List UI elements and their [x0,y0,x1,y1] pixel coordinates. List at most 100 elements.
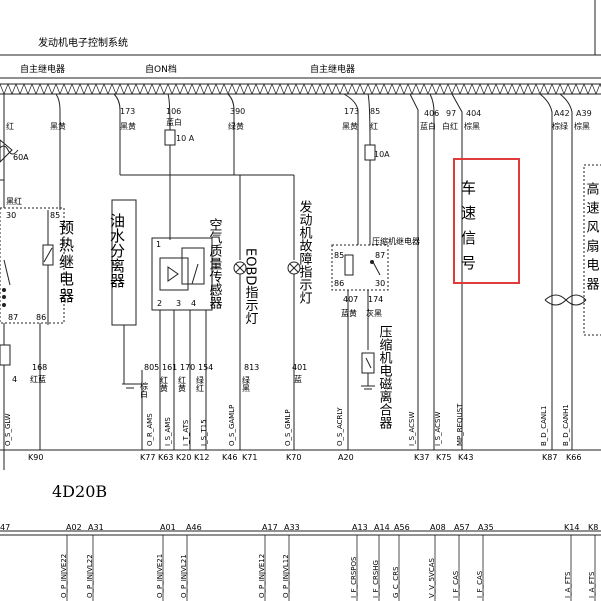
engine-fault-lamp [287,261,301,450]
bottom-pin-id: A35 [478,523,494,532]
preheat-relay-name: 预热继电器 [57,220,75,305]
sensor-pins: 1 2 3 4 [156,240,196,308]
ecu-signal-label: I_S_T15 [200,419,208,446]
svg-text:168: 168 [32,363,47,372]
sensor-pin-3: 3 [176,299,181,308]
svg-text:红黄: 红黄 [160,375,169,393]
ecu-signal-label: O_S_GLW [4,413,12,446]
relay-pin-87: 87 [8,313,18,322]
label-w3-num: 173 [120,107,135,116]
engine-model: 4D20B [52,482,107,501]
ecu-signal-label: I_S_AMS [164,417,172,446]
label-w5-col: 绿黄 [228,121,244,131]
ecu-signal-label: B_D_CANH1 [562,404,570,446]
compressor-clutch-name: 压缩机电磁离合器 [377,325,393,430]
eobd-lamp [233,261,247,450]
label-w4-col: 蓝白 [166,117,182,127]
label-w9-col: 白红 [442,121,458,131]
svg-text:813: 813 [244,363,259,372]
ecu-connector-id: K43 [458,453,473,462]
sensor-pin-4: 4 [191,299,196,308]
ecu-connector-id: K12 [194,453,209,462]
svg-text:红蓝: 红蓝 [30,374,46,384]
bottom-signal-label: O_P_INJVL12 [282,554,290,598]
fuse-85 [364,144,376,161]
ecu-connector-id: K75 [436,453,451,462]
label-w3-col: 黑黄 [120,121,136,131]
bottom-signal-label: I_A_FTS [564,571,572,598]
bottom-pin-id: A08 [430,523,446,532]
bus-label-3: 自主继电器 [310,63,355,75]
ecu-connector-id: K66 [566,453,581,462]
bottom-signal-label: I_F_CAS [476,570,484,598]
ecu-signal-label: I_S_ACSW [408,411,416,446]
label-w9-num: 97 [446,109,456,118]
svg-text:401: 401 [292,363,307,372]
label-w1: 红 [6,121,14,131]
ecu-connector-id: A20 [338,453,354,462]
bottom-pin-id: K8 [588,523,598,532]
oil-water-separator-name: 油水分离器 [108,213,126,288]
speed-signal-highlight [453,158,520,284]
sensor-pin-1: 1 [156,240,161,249]
can-twist-symbol [544,294,587,306]
compressor-relay [331,244,389,450]
svg-text:绿红: 绿红 [196,376,205,392]
engine-fault-lamp-name: 发动机故障指示灯 [297,199,313,305]
ecu-signal-label: O_S_ACRLY [336,407,344,446]
fuse-60a-label: 60A [13,153,29,162]
bottom-signal-label: O_P_INJVL22 [86,554,94,598]
svg-text:174: 174 [368,295,383,304]
left-wire-label: 黑红 [6,196,22,206]
ecu-signal-label: O_S_GMLP [284,409,292,446]
ecu-signal-label: O_S_GAMLP [228,405,236,446]
bottom-pin-id: A33 [284,523,300,532]
ecu-connector-id: K90 [28,453,43,462]
label-w12-col: 棕黑 [574,121,590,131]
bottom-pin-id: A02 [66,523,82,532]
bus-label-2: 自ON档 [145,63,177,75]
ecu-signal-label: I_S_ACSW [434,411,442,446]
svg-text:407: 407 [343,295,358,304]
right-partial-name: 高速风扇电器 [584,181,600,296]
svg-text:绿黑: 绿黑 [242,376,251,393]
ecu-connector-id: K77 [140,453,155,462]
comp-pin-86: 86 [334,279,344,288]
system-title: 发动机电子控制系统 [38,36,128,49]
ecu-signal-label: B_D_CANL1 [540,406,548,446]
label-w2: 黑黄 [50,121,66,131]
svg-text:棕白: 棕白 [140,381,149,399]
ecu-signal-label: O_R_AMS [146,413,154,446]
label-w12-num: A39 [576,109,592,118]
label-w8-col: 蓝白 [420,121,436,131]
bottom-pin-id: A17 [262,523,278,532]
ecu-connector-id: K46 [222,453,237,462]
bottom-signal-label: I_F_CRSPOS [350,556,358,598]
ecu-signal-label: MP_REQUST [456,403,464,446]
svg-text:蓝: 蓝 [294,374,302,384]
label-w6-col: 黑黄 [342,121,358,131]
bottom-pin-id: A56 [394,523,410,532]
bottom-signal-label: I_A_FTS [588,571,596,598]
air-sensor-name: 空气质量传感器 [207,218,223,310]
svg-text:蓝黄: 蓝黄 [341,308,357,318]
ecu-connector-id: K37 [414,453,429,462]
bottom-signal-label: I_F_CRSHG [372,560,380,598]
compressor-relay-pins: 85 87 86 30 [334,251,385,288]
svg-text:161: 161 [162,363,177,372]
bottom-signal-label: V_V_5VCAS [428,558,436,598]
comp-pin-30: 30 [375,279,385,288]
bottom-pin-id: K14 [564,523,579,532]
relay-pin-86: 86 [36,313,46,322]
ecu-connector-id: K71 [242,453,257,462]
oil-water-separator [111,199,143,450]
label-w7-num: 85 [370,107,380,116]
svg-text:170: 170 [180,363,195,372]
wires [3,93,573,450]
svg-text:154: 154 [198,363,213,372]
bottom-pin-id: A46 [186,523,202,532]
bottom-pin-id: A01 [160,523,176,532]
bottom-signal-label: O_P_INJVL21 [180,554,188,598]
